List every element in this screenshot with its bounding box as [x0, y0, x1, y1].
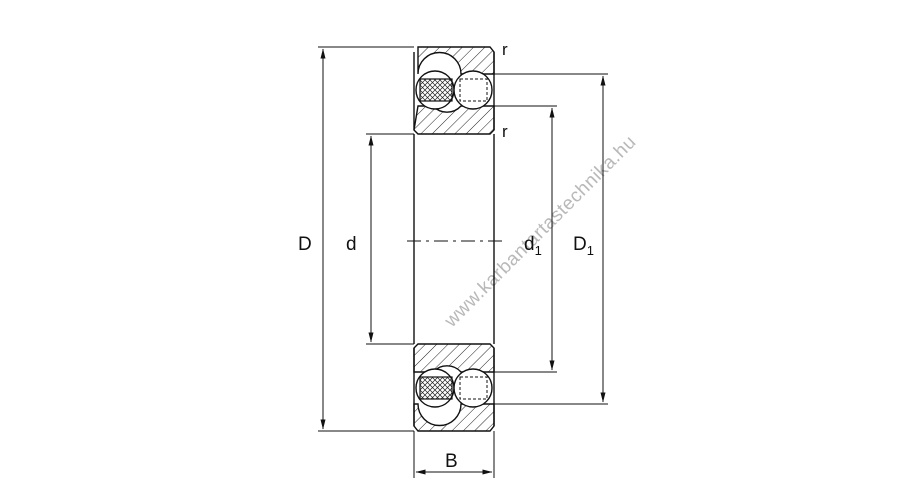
ball-right-top [453, 70, 493, 110]
top-section [413, 46, 495, 135]
dimension-B [413, 431, 495, 478]
cage-right-top [459, 78, 488, 102]
cage-left-bottom [419, 376, 453, 400]
label-d1: d1 [524, 234, 542, 258]
ball-right-bottom [453, 368, 493, 408]
dimension-d1 [494, 105, 557, 373]
label-D: D [298, 234, 312, 255]
label-B: B [445, 451, 458, 472]
outer-ring-bottom [413, 403, 495, 432]
label-d: d [346, 234, 357, 255]
cage-left-top [419, 78, 453, 102]
watermark-text: www.karbantartastechnika.hu [440, 132, 641, 333]
inner-ring-bottom [413, 343, 495, 373]
bottom-section [413, 343, 495, 432]
inner-ring-top [413, 105, 495, 135]
dimension-d [366, 133, 414, 345]
dimension-D1 [494, 73, 608, 405]
label-r-mid: r [502, 122, 508, 141]
cage-right-bottom [459, 376, 488, 400]
label-r-top: r [502, 40, 508, 59]
dimension-D [318, 46, 414, 432]
outer-ring-top [417, 46, 495, 75]
label-D1: D1 [573, 234, 594, 258]
